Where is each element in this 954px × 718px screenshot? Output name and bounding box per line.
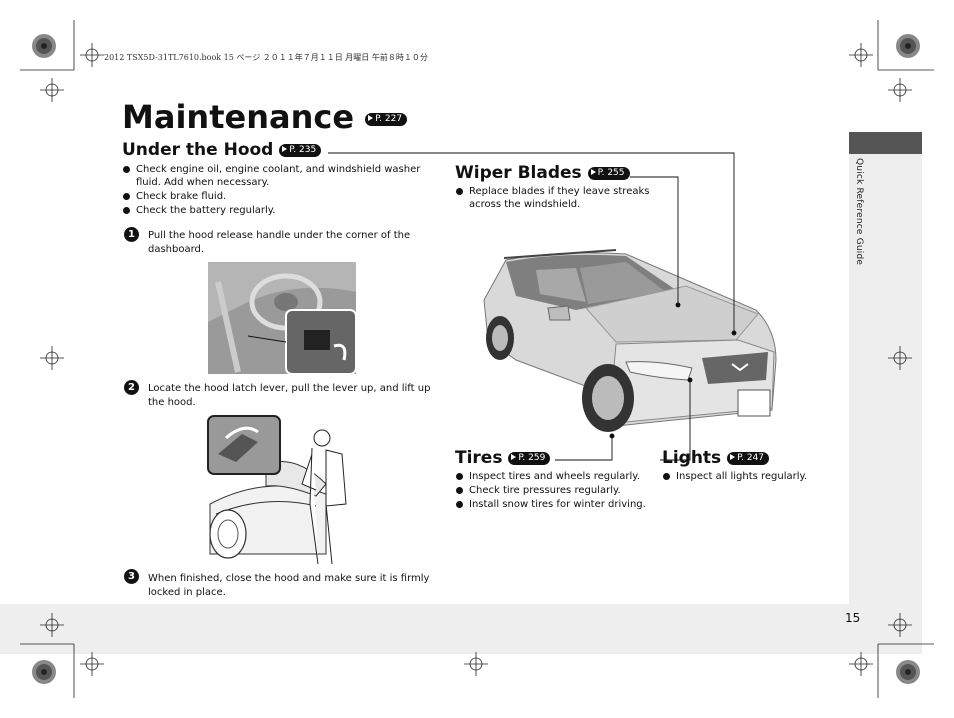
list-item: Inspect tires and wheels regularly. <box>455 470 650 483</box>
hood-opening-illustration <box>207 415 347 564</box>
list-item: Check tire pressures regularly. <box>455 484 650 497</box>
title-page-ref[interactable]: P. 227 <box>365 112 408 126</box>
under-hood-page-ref[interactable]: P. 235 <box>279 143 322 157</box>
wiper-blades-bullets: Replace blades if they leave streaks acr… <box>455 185 655 212</box>
side-tab-marker <box>849 132 922 154</box>
lights-page-ref[interactable]: P. 247 <box>727 451 770 465</box>
list-item: Check brake fluid. <box>122 190 442 203</box>
under-hood-bullets: Check engine oil, engine coolant, and wi… <box>122 163 442 218</box>
arrow-right-icon <box>590 168 596 175</box>
step-number: 3 <box>124 569 139 584</box>
step-text: Locate the hood latch lever, pull the le… <box>148 383 431 408</box>
wiper-blades-heading: Wiper Blades P. 255 <box>455 163 630 183</box>
tires-bullets: Inspect tires and wheels regularly. Chec… <box>455 470 650 512</box>
wiper-blades-page-ref[interactable]: P. 255 <box>587 166 630 180</box>
tires-page-ref[interactable]: P. 259 <box>508 451 551 465</box>
bottom-gray-band <box>0 604 922 654</box>
arrow-right-icon <box>511 453 517 460</box>
dashboard-illustration <box>208 262 356 374</box>
lights-heading: Lights P. 247 <box>662 448 770 468</box>
page-number: 15 <box>845 611 861 625</box>
under-hood-heading: Under the Hood P. 235 <box>122 140 322 160</box>
arrow-right-icon <box>730 453 736 460</box>
arrow-right-icon <box>282 145 288 152</box>
page-title-text: Maintenance <box>122 98 355 136</box>
lights-bullets: Inspect all lights regularly. <box>662 470 842 484</box>
step-text: Pull the hood release handle under the c… <box>148 230 411 255</box>
page-title: Maintenance P. 227 <box>122 98 408 136</box>
step-number: 1 <box>124 227 139 242</box>
list-item: Install snow tires for winter driving. <box>455 498 650 511</box>
list-item: Check the battery regularly. <box>122 204 442 217</box>
list-item: Check engine oil, engine coolant, and wi… <box>122 163 442 189</box>
arrow-right-icon <box>368 114 374 121</box>
print-header: 2012 TSX5D-31TL7610.book 15 ページ ２０１１年７月１… <box>104 53 428 62</box>
side-tab-label: Quick Reference Guide <box>854 158 864 266</box>
list-item: Inspect all lights regularly. <box>662 470 842 483</box>
side-strip <box>849 132 922 654</box>
list-item: Replace blades if they leave streaks acr… <box>455 185 655 211</box>
tires-heading: Tires P. 259 <box>455 448 551 468</box>
car-illustration <box>476 240 782 436</box>
step-number: 2 <box>124 380 139 395</box>
step-text: When finished, close the hood and make s… <box>148 573 430 598</box>
